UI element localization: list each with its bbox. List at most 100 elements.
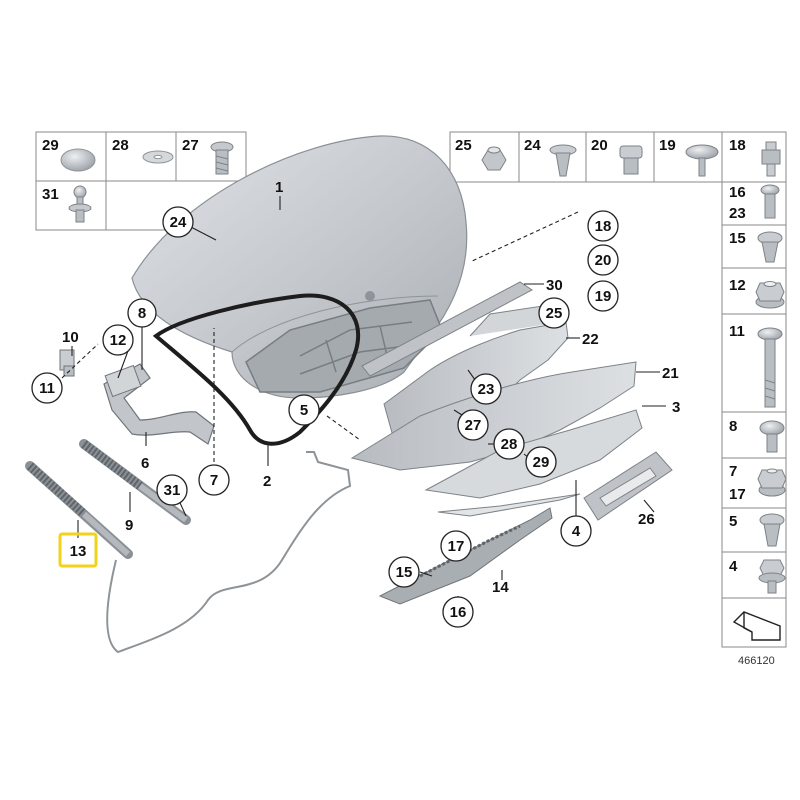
callout-24: 24 <box>162 206 194 238</box>
callout-23: 23 <box>470 373 502 405</box>
trunk-seal <box>152 293 361 446</box>
stud-clip-icon <box>761 141 781 177</box>
cell-label-31: 31 <box>42 186 59 203</box>
gas-strut-13 <box>25 461 133 559</box>
gas-strut-9 <box>79 439 191 525</box>
svg-text:23: 23 <box>478 381 495 398</box>
callout-20: 20 <box>587 244 619 276</box>
svg-text:20: 20 <box>595 252 612 269</box>
spreading-rivet-icon <box>759 513 785 547</box>
svg-text:18: 18 <box>595 218 612 235</box>
reference-number: 466120 <box>738 655 775 667</box>
badge-icon <box>365 291 375 301</box>
callout-15: 15 <box>388 556 420 588</box>
callout-30: 30 <box>546 277 563 294</box>
svg-text:25: 25 <box>546 305 563 322</box>
cell-label-29: 29 <box>42 137 59 154</box>
svg-text:16: 16 <box>450 604 467 621</box>
right-column-frame <box>721 131 787 648</box>
trim-strip-4 <box>437 493 581 517</box>
cell-label-4: 4 <box>729 558 738 575</box>
callout-7: 7 <box>198 464 230 496</box>
ball-stud-icon <box>68 185 92 223</box>
screw-icon <box>210 141 234 175</box>
callout-2: 2 <box>263 473 271 490</box>
callouts: 1 10 6 2 9 30 22 21 3 26 14 24 8 12 11 5… <box>31 179 680 628</box>
cap-icon <box>60 148 96 172</box>
svg-text:12: 12 <box>110 332 127 349</box>
callout-10: 10 <box>62 329 79 346</box>
svg-text:15: 15 <box>396 564 413 581</box>
svg-text:24: 24 <box>170 214 187 231</box>
svg-text:11: 11 <box>39 380 55 397</box>
callout-12: 12 <box>102 324 134 356</box>
washer-bolt-icon <box>758 559 786 594</box>
svg-text:29: 29 <box>533 454 550 471</box>
expanding-nut-icon <box>757 231 783 263</box>
svg-text:5: 5 <box>300 402 308 419</box>
cell-label-18: 18 <box>729 137 746 154</box>
hex-nut-icon <box>481 146 507 171</box>
plastic-rivet-icon <box>549 144 577 177</box>
callout-22: 22 <box>582 331 599 348</box>
svg-text:27: 27 <box>465 417 482 434</box>
flange-nut-icon <box>755 281 785 309</box>
callout-31: 31 <box>156 474 188 506</box>
svg-text:19: 19 <box>595 288 612 305</box>
cell-label-7: 7 <box>729 463 737 480</box>
hex-bolt-icon <box>757 327 783 408</box>
cell-label-23: 23 <box>729 205 746 222</box>
callout-16: 16 <box>442 596 474 628</box>
svg-text:13: 13 <box>70 543 87 560</box>
callout-26: 26 <box>638 511 655 528</box>
cell-label-28: 28 <box>112 137 129 154</box>
svg-text:31: 31 <box>164 482 181 499</box>
callout-21: 21 <box>662 365 679 382</box>
callout-27: 27 <box>457 409 489 441</box>
callout-9: 9 <box>125 517 133 534</box>
callout-18: 18 <box>587 210 619 242</box>
cell-label-11: 11 <box>729 323 745 340</box>
trunk-lid <box>131 135 468 399</box>
collar-nut-icon <box>757 468 787 497</box>
cell-label-27: 27 <box>182 137 199 154</box>
svg-text:4: 4 <box>572 523 581 540</box>
cell-label-20: 20 <box>591 137 608 154</box>
cell-label-16: 16 <box>729 184 746 201</box>
right-column-hardware: 18 16 23 15 12 11 <box>721 131 787 667</box>
cell-label-5: 5 <box>729 513 737 530</box>
license-plate-holder-26 <box>583 451 673 521</box>
cell-label-24: 24 <box>524 137 541 154</box>
bolt-icon <box>760 184 780 219</box>
cell-label-17: 17 <box>729 486 746 503</box>
trim-panel-30 <box>361 281 533 377</box>
callout-1: 1 <box>275 179 283 196</box>
trim-panel-21 <box>350 361 637 471</box>
top-left-hardware-grid: 29 28 27 31 <box>35 131 247 231</box>
release-cable <box>106 451 352 654</box>
callout-3: 3 <box>672 399 680 416</box>
svg-text:7: 7 <box>210 472 218 489</box>
callout-17: 17 <box>440 530 472 562</box>
cell-label-19: 19 <box>659 137 676 154</box>
callout-6: 6 <box>141 455 149 472</box>
cell-label-25: 25 <box>455 137 472 154</box>
cell-label-15: 15 <box>729 230 746 247</box>
clip-icon <box>619 145 643 175</box>
svg-text:8: 8 <box>138 305 146 322</box>
hinge <box>103 363 215 445</box>
callout-13-highlighted: 13 <box>58 532 98 568</box>
callout-4: 4 <box>560 515 592 547</box>
push-pin-icon <box>685 144 719 177</box>
cell-label-8: 8 <box>729 418 737 435</box>
callout-5: 5 <box>288 394 320 426</box>
torx-screw-icon <box>759 420 785 453</box>
callout-8: 8 <box>127 298 157 328</box>
callout-19: 19 <box>587 280 619 312</box>
top-right-hardware-grid: 25 24 20 19 <box>449 131 723 183</box>
callout-25: 25 <box>538 297 570 329</box>
callout-29: 29 <box>525 446 557 478</box>
direction-arrow-icon <box>732 611 781 641</box>
svg-text:28: 28 <box>501 436 518 453</box>
